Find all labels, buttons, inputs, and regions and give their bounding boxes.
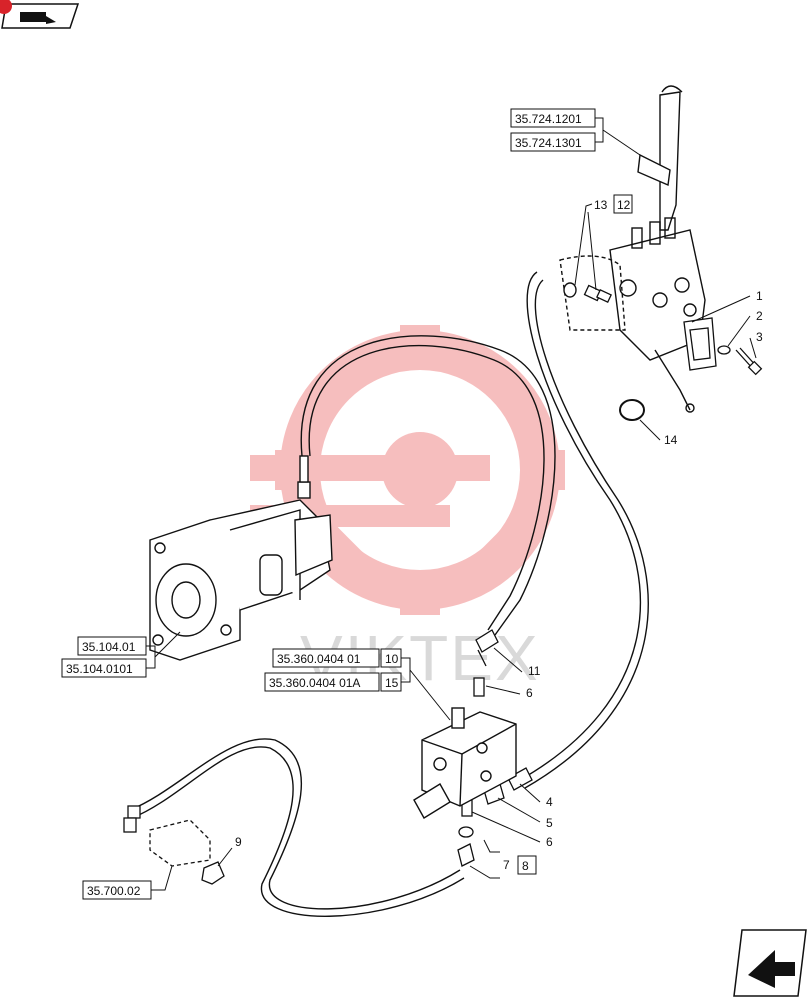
svg-text:12: 12 [617,198,631,212]
elbow-fitting [583,284,612,304]
leader-2 [727,315,751,347]
return-arrow-icon[interactable] [733,929,807,997]
book-icon[interactable] [0,0,80,29]
leader-35-724 [595,117,641,156]
bolt [735,347,763,376]
boxed-item-8: 8 [517,855,537,875]
svg-text:15: 15 [385,676,399,690]
leader-5 [497,797,541,823]
leader-4 [519,783,541,803]
callout-9: 9 [235,835,242,849]
leader-6-lower [471,811,541,843]
callout-7: 7 [503,858,510,872]
svg-text:35.104.0101: 35.104.0101 [66,662,133,676]
svg-text:35.360.0404 01: 35.360.0404 01 [277,652,361,666]
ref-35-360-0404-01a[interactable]: 35.360.0404 01A 15 [264,672,402,692]
o-ring [563,282,577,298]
callout-14: 14 [664,433,678,447]
callout-2: 2 [756,309,763,323]
leader-6-upper [485,685,521,695]
hose-pump-to-valve [300,335,556,636]
callout-3: 3 [756,330,763,344]
leader-14 [639,419,661,441]
ref-35-104-01[interactable]: 35.104.01 [77,636,147,656]
leader-13 [574,203,597,291]
leader-3 [749,337,757,359]
svg-text:35.724.1301: 35.724.1301 [515,136,582,150]
callout-1: 1 [756,289,763,303]
callout-5: 5 [546,816,553,830]
svg-text:10: 10 [385,652,399,666]
leader-1 [691,295,751,323]
callout-6-upper: 6 [526,686,533,700]
leader-35-700 [151,865,173,891]
hose-lower [129,738,465,917]
leader-7 [469,839,500,879]
valve-block [413,707,517,819]
callout-11: 11 [528,664,541,678]
leader-35-360 [401,657,451,721]
leader-11 [493,647,523,673]
svg-text:35.360.0404 01A: 35.360.0404 01A [269,676,360,690]
hydraulic-pump [149,455,333,661]
leader-9 [217,847,233,867]
svg-text:35.700.02: 35.700.02 [87,884,141,898]
hose-valve-return [519,271,649,789]
washer [717,345,731,355]
ref-35-360-0404-01[interactable]: 35.360.0404 01 10 [272,648,402,668]
callout-4: 4 [546,795,553,809]
accessory-plug [149,819,225,885]
ref-35-724-1201[interactable]: 35.724.1201 [510,108,596,128]
svg-text:8: 8 [522,859,529,873]
clamp-ring [619,399,645,421]
ref-35-104-0101[interactable]: 35.104.0101 [61,658,147,678]
callout-6-lower: 6 [546,835,553,849]
svg-text:35.724.1201: 35.724.1201 [515,112,582,126]
ref-35-700-02[interactable]: 35.700.02 [82,880,152,900]
svg-text:35.104.01: 35.104.01 [82,640,136,654]
callout-13: 13 [594,198,608,212]
ref-35-724-1301[interactable]: 35.724.1301 [510,132,596,152]
leader-35-104 [146,631,181,669]
bracket [683,317,717,371]
boxed-item-12: 12 [613,194,633,214]
